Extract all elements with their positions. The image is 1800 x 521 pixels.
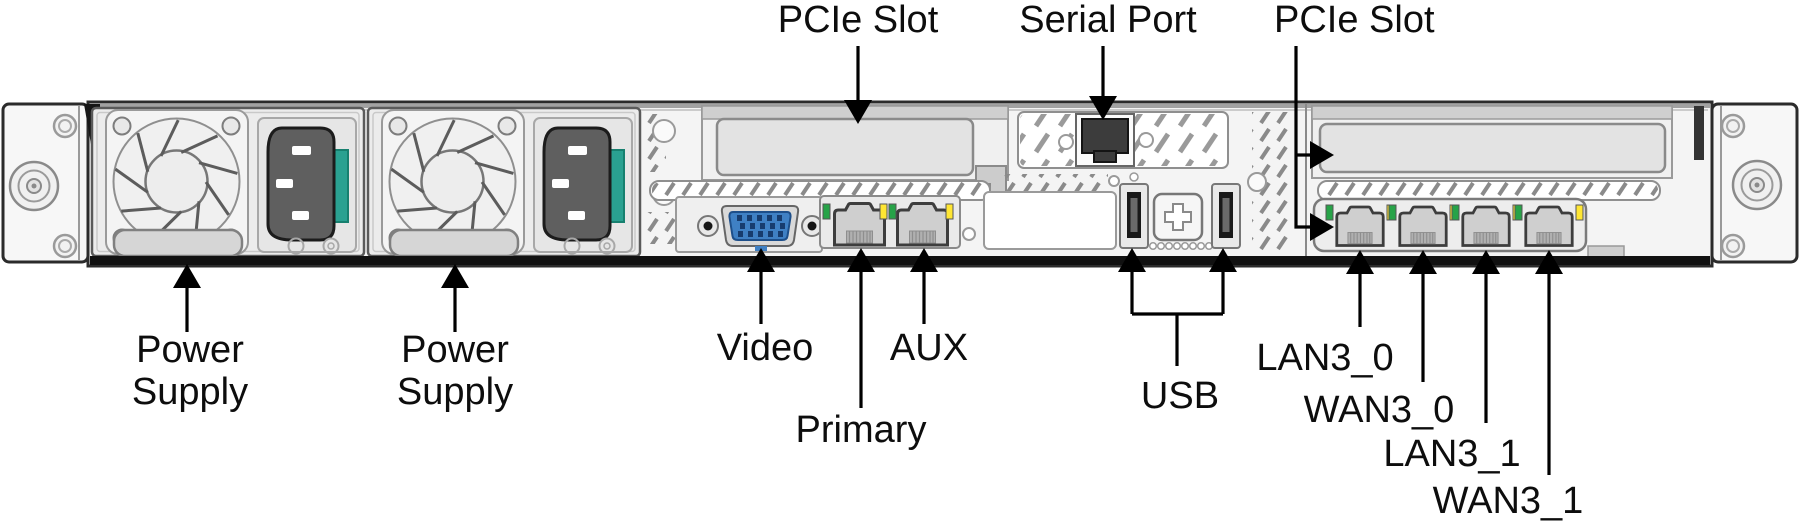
chassis-bottom-edge: [90, 256, 1710, 265]
rj45-lan3_1-port: [1461, 205, 1511, 247]
led-green: [1325, 204, 1334, 221]
callout-wan3_0: WAN3_0: [1303, 389, 1455, 431]
thumbscrew: [8, 160, 60, 212]
callout-serial-port: Serial Port: [1019, 0, 1197, 41]
led-green: [1514, 204, 1523, 221]
callout-usb: USB: [1140, 375, 1220, 417]
callout-aux: AUX: [889, 327, 969, 369]
ear-screw: [1720, 233, 1746, 259]
rack-ear-left: [1, 102, 100, 264]
rj45-primary-port: [832, 201, 887, 247]
system-button: [1152, 192, 1204, 242]
power-supply-2: [366, 106, 642, 258]
usb-bracket: [1132, 312, 1223, 366]
rj45-wan3_1-port: [1524, 205, 1574, 247]
led-yellow: [879, 203, 888, 220]
usb-port-1: [1119, 183, 1149, 249]
callout-video: Video: [716, 327, 814, 369]
ear-screw: [52, 233, 78, 259]
blank-plate: [983, 191, 1117, 250]
led-yellow: [1575, 204, 1584, 221]
callout-power-supply-2: Power Supply: [396, 329, 514, 413]
vga-port: [720, 205, 800, 251]
led-green: [1388, 204, 1397, 221]
callout-pcie-slot-right: PCIe Slot: [1274, 0, 1435, 41]
rj45-aux-port: [895, 201, 950, 247]
serial-port: [1075, 113, 1135, 167]
callout-primary: Primary: [795, 409, 927, 451]
callout-lan3_0: LAN3_0: [1256, 337, 1394, 379]
quad-port-nic: [1312, 197, 1625, 259]
led-yellow: [945, 203, 954, 220]
rj45-wan3_0-port: [1398, 205, 1448, 247]
rack-ear-right: [1694, 102, 1799, 264]
callout-power-supply-1: Power Supply: [131, 329, 249, 413]
callout-pcie-slot-top: PCIe Slot: [777, 0, 939, 41]
pcie-slot-right: [1311, 105, 1673, 179]
led-green: [1451, 204, 1460, 221]
arrow-pcie-right-lower: [1294, 46, 1334, 241]
ear-screw: [1720, 113, 1746, 139]
serial-port-plate: [1017, 111, 1229, 169]
video-port-plate: [675, 196, 823, 253]
led-green: [888, 203, 897, 220]
thumbscrew: [1731, 159, 1783, 211]
led-green: [822, 203, 831, 220]
callout-lan3_1: LAN3_1: [1383, 433, 1521, 475]
vent-strip-right: [1317, 180, 1661, 201]
ear-screw: [52, 113, 78, 139]
callout-wan3_1: WAN3_1: [1432, 480, 1584, 521]
power-supply-1: [90, 106, 366, 258]
management-ethernet-plate: [819, 195, 961, 249]
usb-port-2: [1211, 183, 1241, 249]
vga-screw: [697, 215, 719, 237]
rj45-lan3_0-port: [1335, 205, 1385, 247]
